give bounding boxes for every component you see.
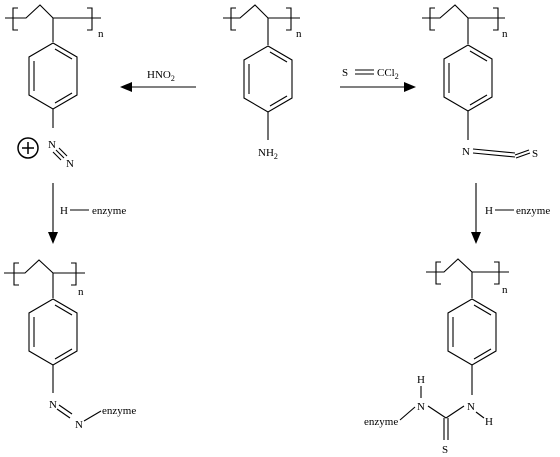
backbone-1: [5, 4, 101, 19]
repeat-n-4: n: [78, 286, 84, 298]
polymer-amine: n NH2: [223, 4, 302, 161]
thiourea-n1: N: [417, 401, 425, 413]
plus-circle: [17, 137, 39, 159]
polymer-azo-enzyme: n N N enzyme: [4, 259, 136, 431]
c-n1-bond: [427, 405, 447, 419]
nn-triple-b: [58, 147, 68, 157]
azo-n2: N: [75, 419, 83, 431]
arrow-left-down: H enzyme: [48, 183, 126, 244]
bracket-right-4: [71, 262, 77, 286]
nn-triple-a: [55, 149, 65, 159]
n2-c-bond: [445, 405, 465, 419]
bracket-right-1: [87, 7, 93, 31]
repeat-n-2: n: [296, 28, 302, 40]
benzene-ring-2: [243, 45, 293, 113]
reagent-hno2: HNO2: [147, 69, 175, 83]
cs-bond-b: [515, 152, 531, 159]
azo-n1: N: [49, 399, 57, 411]
arrow-hno2: HNO2: [120, 69, 196, 92]
thiourea-h2: H: [485, 416, 493, 428]
h-right: H: [485, 205, 493, 217]
polymer-diazonium: n N N: [5, 4, 104, 170]
nn-triple-c: [52, 151, 62, 161]
azo-enzyme: enzyme: [102, 405, 136, 417]
n1-enzyme-bond: [399, 406, 416, 421]
arrow-right-down: H enzyme: [471, 183, 550, 244]
backbone-2: [223, 4, 300, 19]
diazonium-n1: N: [48, 139, 56, 151]
thiourea-h1: H: [417, 374, 425, 386]
repeat-n-5: n: [502, 284, 508, 296]
benzene-ring-4: [28, 298, 78, 366]
bracket-left-2: [230, 7, 236, 31]
reagent-ccl2: CCl2: [377, 67, 399, 81]
enzyme-right-reagent: enzyme: [516, 205, 550, 217]
cs-bond-a: [514, 149, 530, 156]
polymer-isothiocyanate: n N S: [422, 4, 538, 160]
isothiocyanate-n: N: [462, 146, 470, 158]
enzyme-left-reagent: enzyme: [92, 205, 126, 217]
bracket-right-2: [286, 7, 292, 31]
isothiocyanate-s: S: [532, 148, 538, 160]
azo-bond-a: [58, 404, 73, 415]
azo-bond-b: [56, 408, 71, 419]
thiourea-enzyme: enzyme: [364, 416, 398, 428]
thiourea-n2: N: [467, 401, 475, 413]
h-left: H: [60, 205, 68, 217]
polymer-thiourea-enzyme: n N H S N H enzyme: [364, 258, 509, 456]
backbone-5: [426, 258, 509, 273]
repeat-n-1: n: [98, 28, 104, 40]
arrow-thiophosgene: S CCl2: [340, 67, 416, 92]
bracket-left-4: [13, 262, 19, 286]
thiourea-s: S: [442, 444, 448, 456]
bracket-left-1: [12, 7, 18, 31]
amine-label: NH2: [258, 147, 278, 161]
ncs-bond-b: [472, 152, 516, 158]
reagent-s: S: [342, 67, 348, 79]
bracket-right-3: [493, 7, 499, 31]
ncs-bond-a: [472, 148, 516, 154]
backbone-4: [4, 259, 85, 274]
nh-bond-right: [475, 411, 485, 419]
benzene-ring-5: [447, 298, 497, 366]
bracket-left-3: [429, 7, 435, 31]
azo-enzyme-bond: [83, 410, 102, 422]
bracket-right-5: [494, 261, 500, 285]
repeat-n-3: n: [502, 28, 508, 40]
backbone-3: [422, 4, 505, 19]
bracket-left-5: [435, 261, 441, 285]
benzene-ring-1: [28, 42, 78, 110]
benzene-ring-3: [443, 44, 493, 112]
diazonium-n2: N: [66, 158, 74, 170]
